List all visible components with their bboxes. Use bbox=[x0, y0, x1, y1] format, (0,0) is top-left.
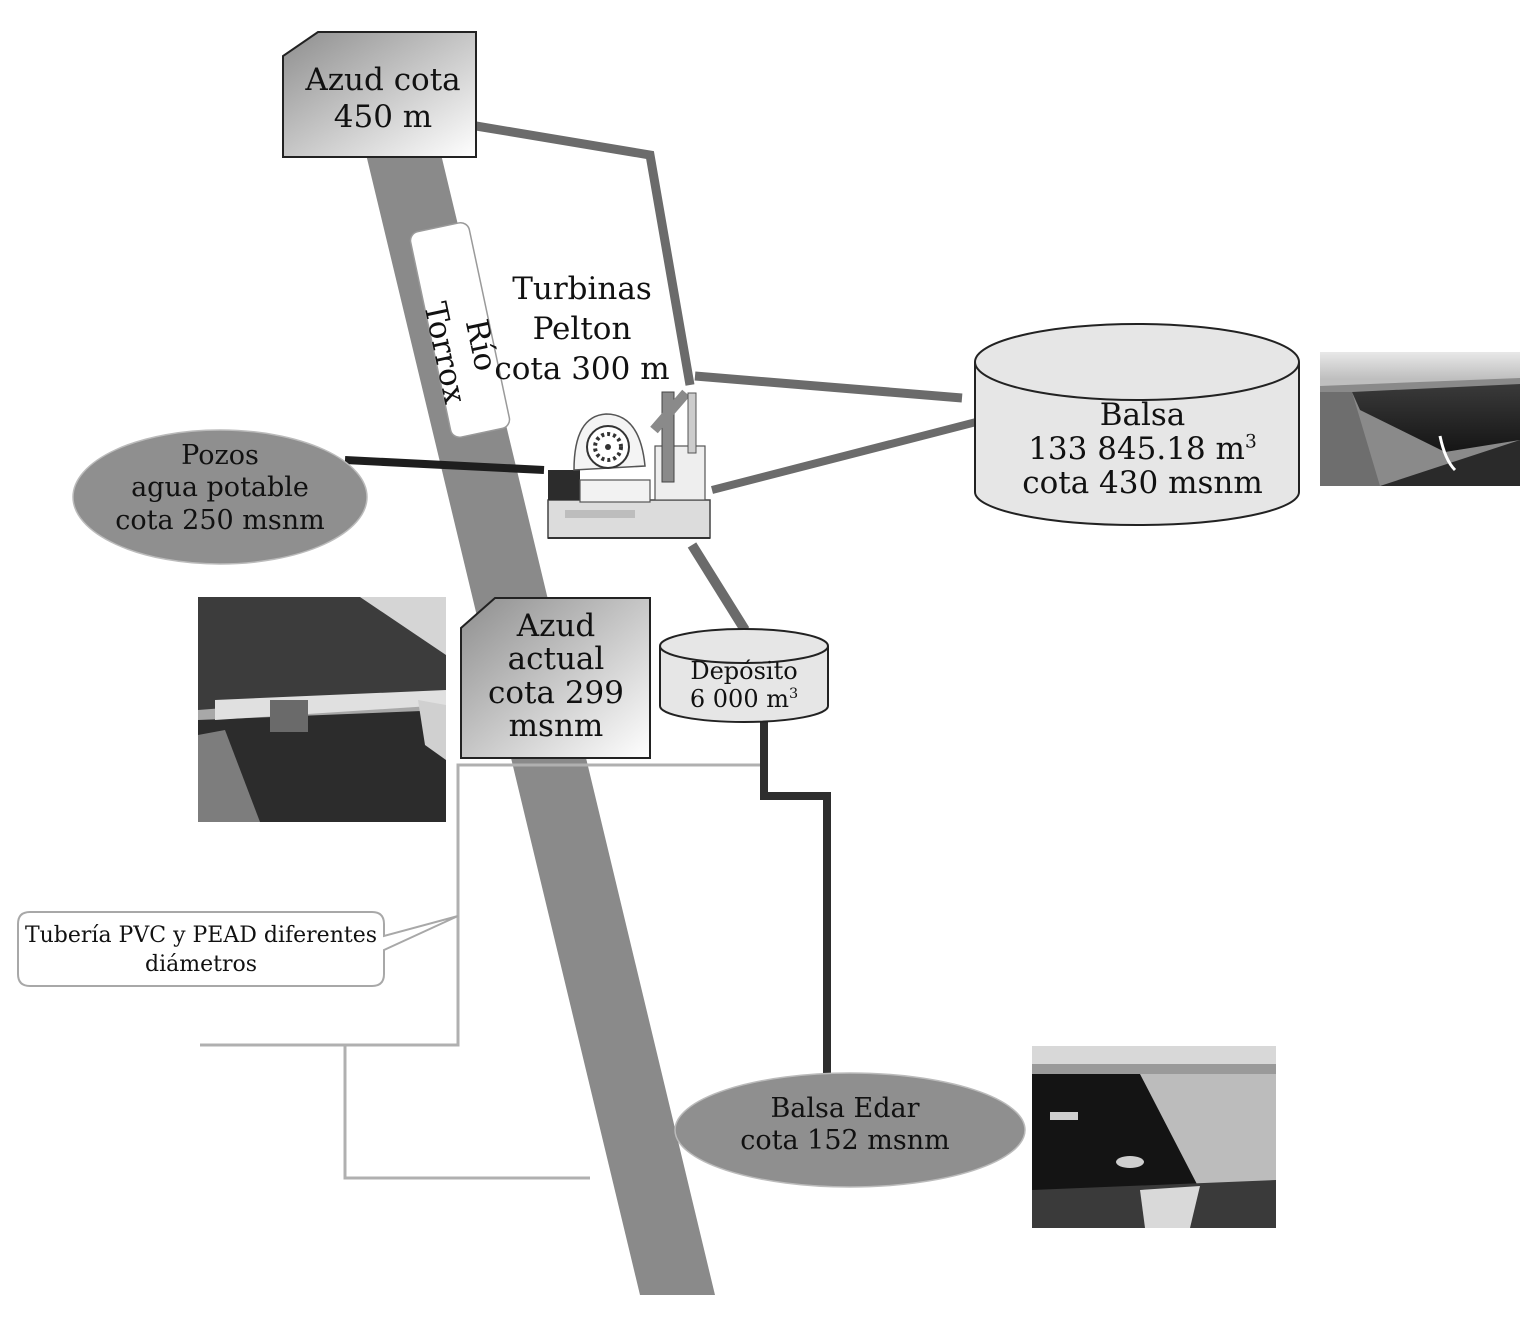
tuberia-callout bbox=[17, 911, 459, 987]
deposito-tank bbox=[659, 628, 829, 723]
balsa-volume: 133 845.18 m3 bbox=[1028, 431, 1257, 468]
balsa-label: Balsa 133 845.18 m3 cota 430 msnm bbox=[1000, 398, 1285, 500]
balsa-edar-oval bbox=[674, 1072, 1026, 1188]
turbinas-label: Turbinas Pelton cota 300 m bbox=[494, 271, 670, 387]
deposito-volume: 6 000 m3 bbox=[689, 684, 799, 713]
river-label-box bbox=[409, 221, 511, 439]
azud-actual-box bbox=[460, 597, 651, 759]
deposito-label: Depósito 6 000 m3 bbox=[660, 657, 828, 713]
azud-top-box bbox=[282, 31, 477, 158]
azud-actual-label: Azud actual cota 299 msnm bbox=[488, 608, 624, 745]
tuberia-label: Tubería PVC y PEAD diferentes diámetros bbox=[24, 923, 378, 977]
azud-top-label: Azud cota 450 m bbox=[305, 62, 461, 136]
main-pipe-network bbox=[344, 120, 985, 1078]
balsa-tank bbox=[974, 323, 1300, 526]
balsa-photo bbox=[1320, 352, 1520, 486]
pozos-label: Pozos agua potable cota 250 msnm bbox=[115, 440, 325, 536]
azud-photo bbox=[198, 597, 446, 822]
edar-photo bbox=[1032, 1046, 1276, 1228]
balsa-edar-label: Balsa Edar cota 152 msnm bbox=[740, 1093, 950, 1157]
pozos-oval bbox=[72, 429, 368, 565]
pvc-pipe-network bbox=[200, 763, 762, 1180]
pelton-turbine-illustration bbox=[547, 389, 711, 539]
